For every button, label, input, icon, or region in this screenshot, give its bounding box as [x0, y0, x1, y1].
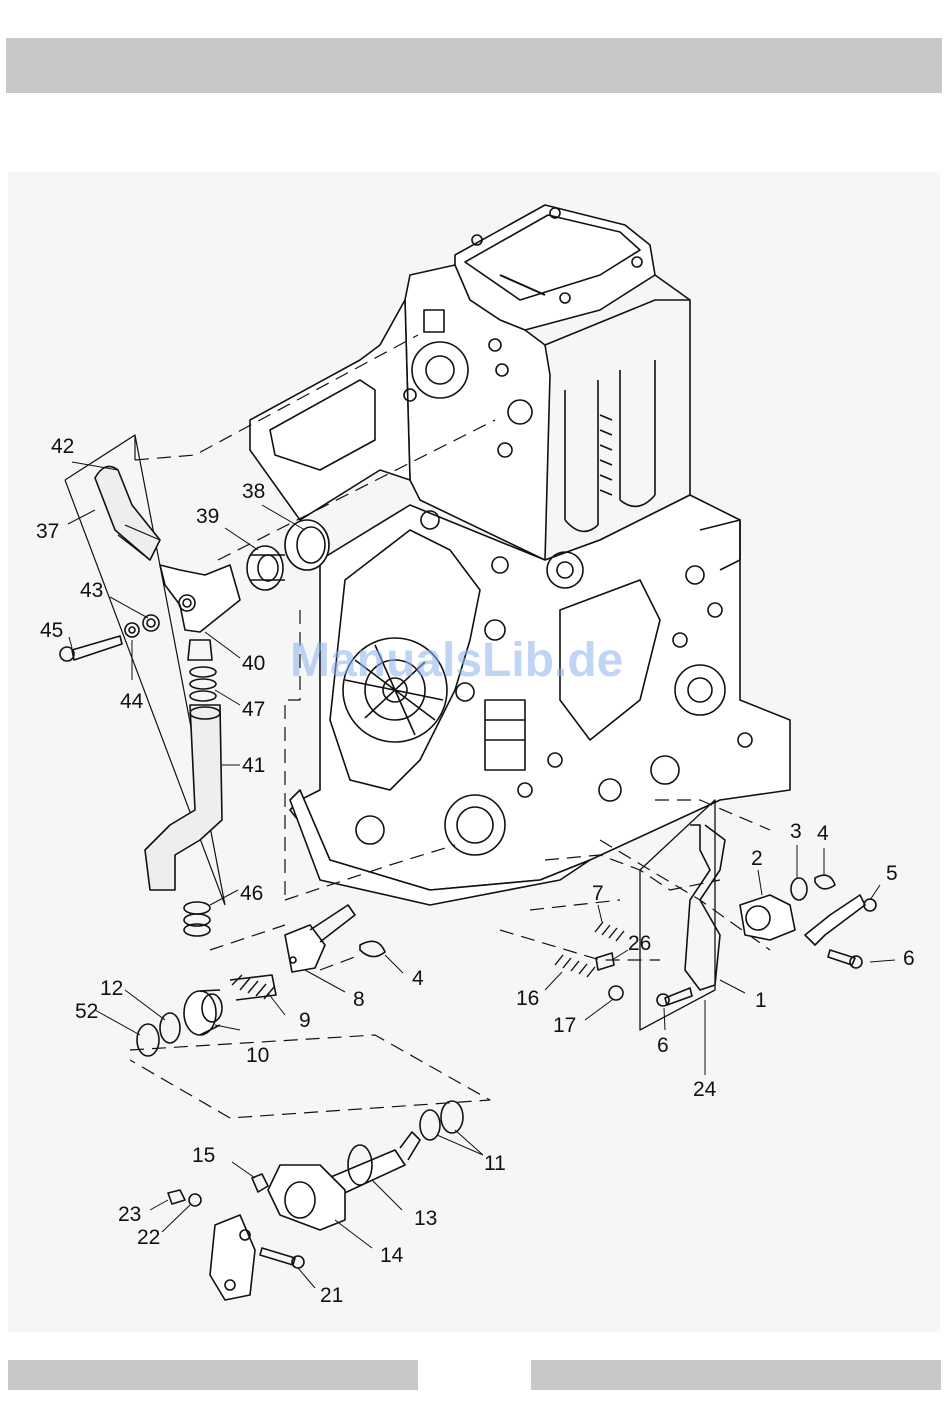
callout-26: 26: [628, 932, 651, 955]
callout-40: 40: [242, 652, 265, 675]
callout-8: 8: [353, 988, 365, 1011]
callout-10: 10: [246, 1044, 269, 1067]
callout-22: 22: [137, 1226, 160, 1249]
callout-52: 52: [75, 1000, 98, 1023]
callout-12: 12: [100, 977, 123, 1000]
callout-24: 24: [693, 1078, 717, 1101]
callout-5: 5: [886, 862, 898, 885]
actuator-2: [740, 895, 795, 940]
callout-3: 3: [790, 820, 802, 843]
callout-7: 7: [592, 882, 604, 905]
spring-7: [595, 922, 624, 941]
callout-4-lower: 4: [412, 967, 424, 990]
callout-38: 38: [242, 480, 265, 503]
fitting-39: [247, 546, 285, 590]
clip-4-lower: [360, 941, 385, 956]
callout-46: 46: [240, 882, 263, 905]
adapter-38: [285, 520, 329, 570]
clamp-47: [190, 667, 216, 701]
callout-45: 45: [40, 619, 63, 642]
callout-39: 39: [196, 505, 219, 528]
bushing-10: [184, 990, 222, 1035]
callout-6-lower: 6: [657, 1034, 669, 1057]
callout-42: 42: [51, 435, 74, 458]
callout-23: 23: [118, 1203, 141, 1226]
watermark: ManualsLib.de: [290, 634, 623, 687]
callout-9: 9: [299, 1009, 311, 1032]
callout-47: 47: [242, 698, 265, 721]
callout-11: 11: [484, 1152, 506, 1175]
callout-37: 37: [36, 520, 59, 543]
callout-1: 1: [755, 989, 767, 1012]
callout-6-right: 6: [903, 947, 915, 970]
engine-housing: [250, 205, 790, 905]
callout-13: 13: [414, 1207, 437, 1230]
callout-21: 21: [320, 1284, 343, 1307]
callout-2: 2: [751, 847, 763, 870]
elbow-fitting-40: [160, 565, 240, 660]
callout-43: 43: [80, 579, 103, 602]
callout-14: 14: [380, 1244, 404, 1267]
part-8: [285, 905, 355, 972]
callout-4-upper: 4: [817, 822, 829, 845]
callout-16: 16: [516, 987, 539, 1010]
hose-41: [145, 705, 222, 890]
spring-9: [230, 975, 276, 1000]
flange-14: [268, 1165, 345, 1230]
callout-44: 44: [120, 690, 144, 713]
lever-22: [210, 1215, 255, 1300]
bracket-24: [640, 800, 725, 1030]
callout-17: 17: [553, 1014, 576, 1037]
clamp-46: [184, 902, 210, 936]
callout-15: 15: [192, 1144, 215, 1167]
callout-41: 41: [242, 754, 265, 777]
